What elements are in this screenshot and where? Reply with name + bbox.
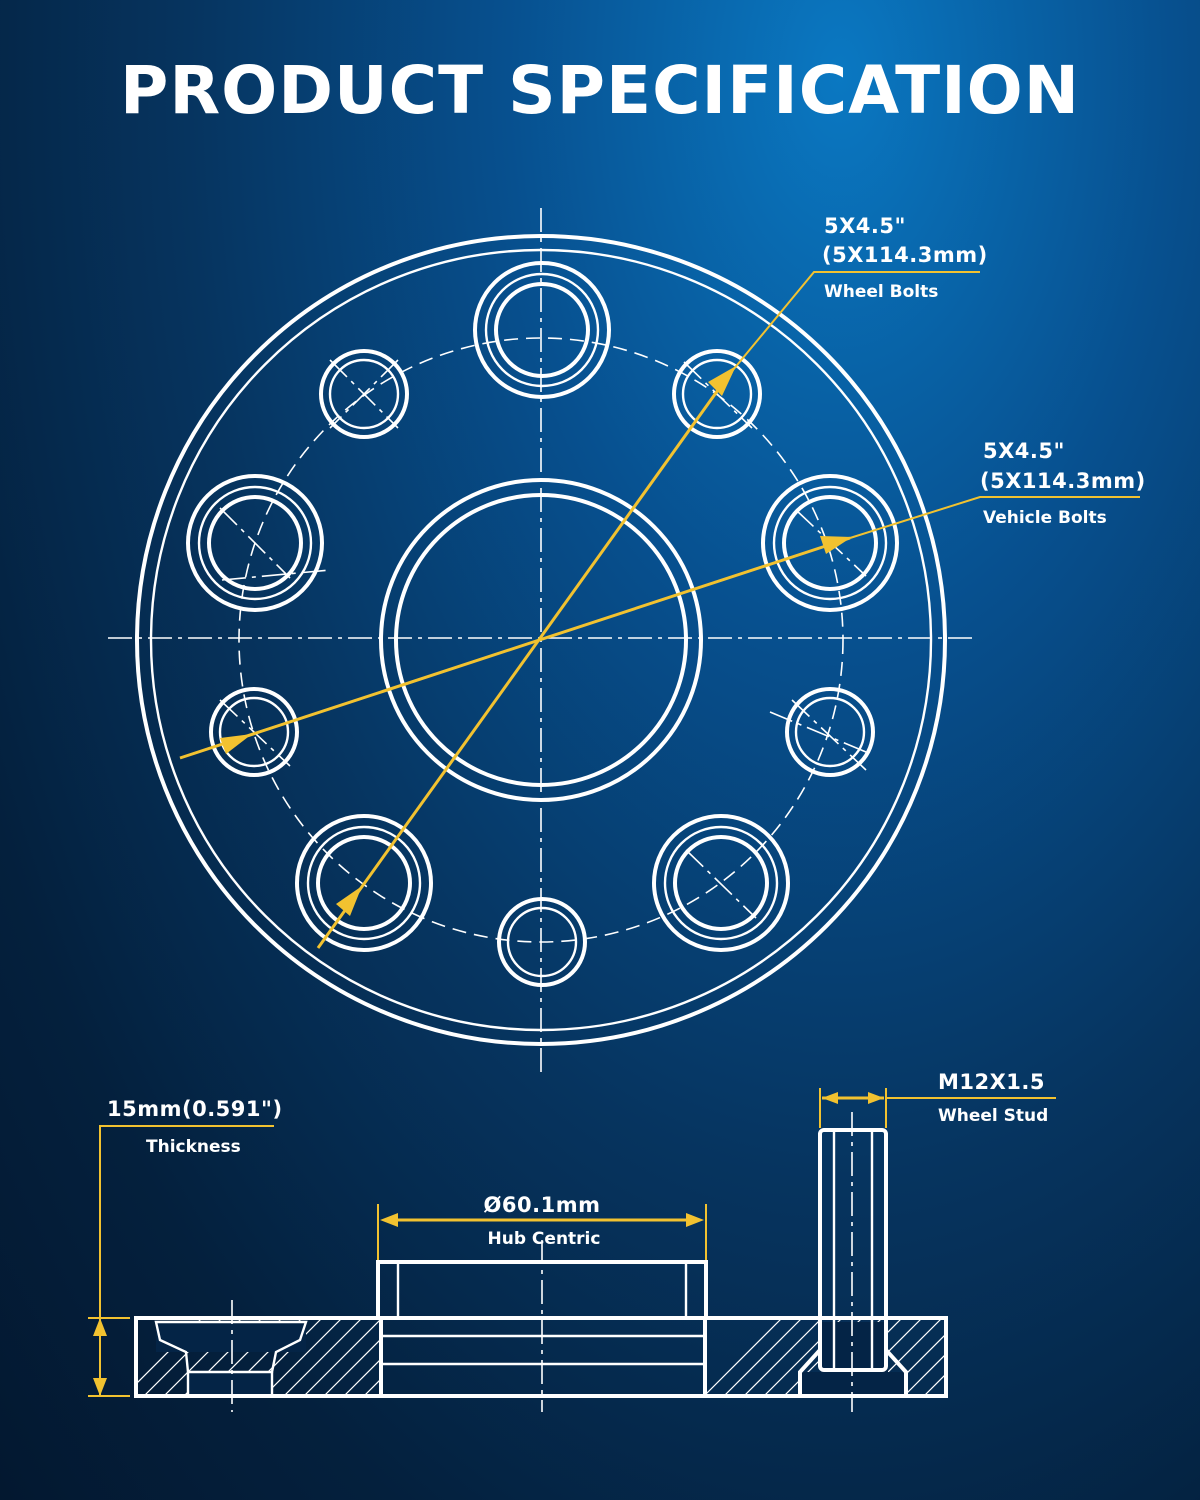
- arrowhead: [686, 1213, 704, 1227]
- vehicle-bolt-hole: [672, 349, 762, 439]
- stud-hole-left: [156, 1322, 306, 1352]
- vehicle-bolt-hole: [319, 349, 409, 439]
- vehicle-bolts-leader: [849, 496, 1140, 539]
- arrowhead: [93, 1318, 107, 1336]
- wheel-bolts-label: Wheel Bolts: [824, 282, 938, 302]
- thickness-leader: [99, 1125, 274, 1396]
- arrowhead: [380, 1213, 398, 1227]
- thickness-label: Thickness: [146, 1137, 241, 1157]
- stud-head: [798, 1348, 908, 1398]
- stud-hole-right: [820, 1322, 888, 1372]
- vehicle-bolts-label: Vehicle Bolts: [983, 508, 1107, 528]
- hub-centric-label: Hub Centric: [488, 1229, 601, 1249]
- plate-outline: [134, 1316, 948, 1398]
- wheel-stud-hole: [761, 474, 899, 612]
- vehicle-bolt-hole: [209, 687, 299, 777]
- vehicle-bolt-hole: [785, 687, 875, 777]
- vehicle-bolts-metric: (5X114.3mm): [980, 469, 1146, 493]
- wheel-stud: [818, 1128, 888, 1372]
- page-title: PRODUCT SPECIFICATION: [119, 52, 1081, 129]
- wheel-stud-hole: [652, 814, 790, 952]
- wheel-stud-hole: [295, 814, 433, 952]
- wheel-stud-hole: [186, 474, 324, 612]
- wheel-stud-label: Wheel Stud: [938, 1106, 1048, 1126]
- vehicle-bolts-pattern: 5X4.5": [983, 439, 1065, 463]
- arrowhead: [336, 886, 362, 916]
- outer-rim: [135, 234, 947, 1046]
- vehicle-bolt-dimension-line: [179, 536, 851, 760]
- thickness-value: 15mm(0.591"): [107, 1097, 283, 1121]
- vehicle-bolt-hole: [497, 897, 587, 987]
- wheel-bolt-dimension-line: [316, 375, 730, 949]
- wheel-bolts-pattern: 5X4.5": [824, 214, 906, 238]
- wheel-bolts-leader: [727, 271, 980, 377]
- wheel-stud-hole: [473, 261, 611, 399]
- arrowhead: [93, 1378, 107, 1396]
- arrowhead: [822, 1092, 838, 1104]
- arrowhead: [868, 1092, 884, 1104]
- arrowhead: [820, 536, 852, 554]
- wheel-bolts-metric: (5X114.3mm): [822, 243, 988, 267]
- spacer-cross-section: [88, 1088, 1056, 1412]
- spacer-top-view: [108, 208, 1140, 1072]
- wheel-stud-value: M12X1.5: [938, 1070, 1045, 1094]
- hub-centric-value: Ø60.1mm: [484, 1193, 601, 1217]
- arrowhead: [220, 734, 252, 754]
